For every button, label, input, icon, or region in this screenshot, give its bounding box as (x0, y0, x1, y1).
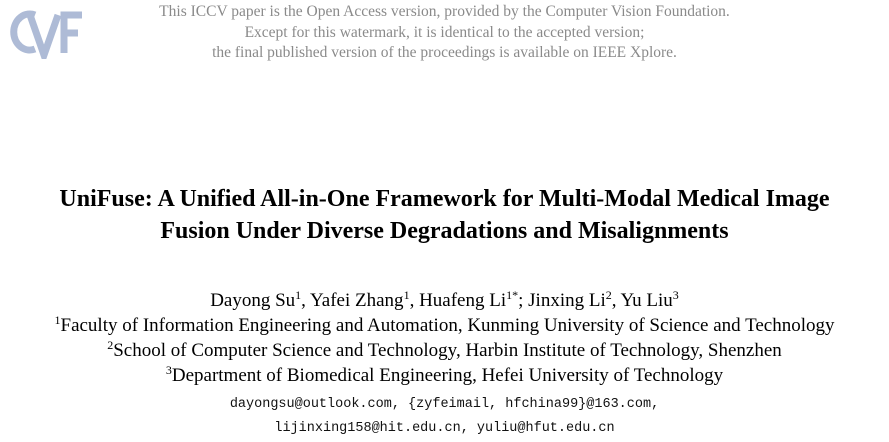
affiliation-list: 1Faculty of Information Engineering and … (0, 313, 889, 388)
email-list: dayongsu@outlook.com, {zyfeimail, hfchin… (0, 393, 889, 441)
watermark-line: the final published version of the proce… (212, 44, 677, 61)
corresponding-author-mark: * (512, 288, 519, 302)
email-line: dayongsu@outlook.com, {zyfeimail, hfchin… (229, 397, 660, 412)
email-line: lijinxing158@hit.edu.cn, yuliu@hfut.edu.… (274, 421, 615, 436)
author: Huafeng Li1*; (419, 288, 529, 311)
title-line: Fusion Under Diverse Degradations and Mi… (160, 218, 729, 244)
author: Yafei Zhang1, (309, 288, 420, 311)
affiliation: 2School of Computer Science and Technolo… (107, 338, 782, 361)
paper-title: UniFuse: A Unified All-in-One Framework … (0, 183, 889, 247)
cvf-logo (10, 10, 82, 59)
watermark-notice: This ICCV paper is the Open Access versi… (0, 2, 889, 64)
affiliation: 3Department of Biomedical Engineering, H… (165, 363, 724, 386)
affiliation: 1Faculty of Information Engineering and … (54, 313, 835, 336)
author: Dayong Su1, (210, 288, 310, 311)
watermark-line: This ICCV paper is the Open Access versi… (159, 3, 730, 20)
author: Jinxing Li2, (528, 288, 621, 311)
title-line: UniFuse: A Unified All-in-One Framework … (59, 186, 830, 212)
author: Yu Liu3 (620, 288, 679, 311)
author-list: Dayong Su1, Yafei Zhang1, Huafeng Li1*; … (0, 288, 889, 313)
watermark-line: Except for this watermark, it is identic… (244, 23, 645, 41)
